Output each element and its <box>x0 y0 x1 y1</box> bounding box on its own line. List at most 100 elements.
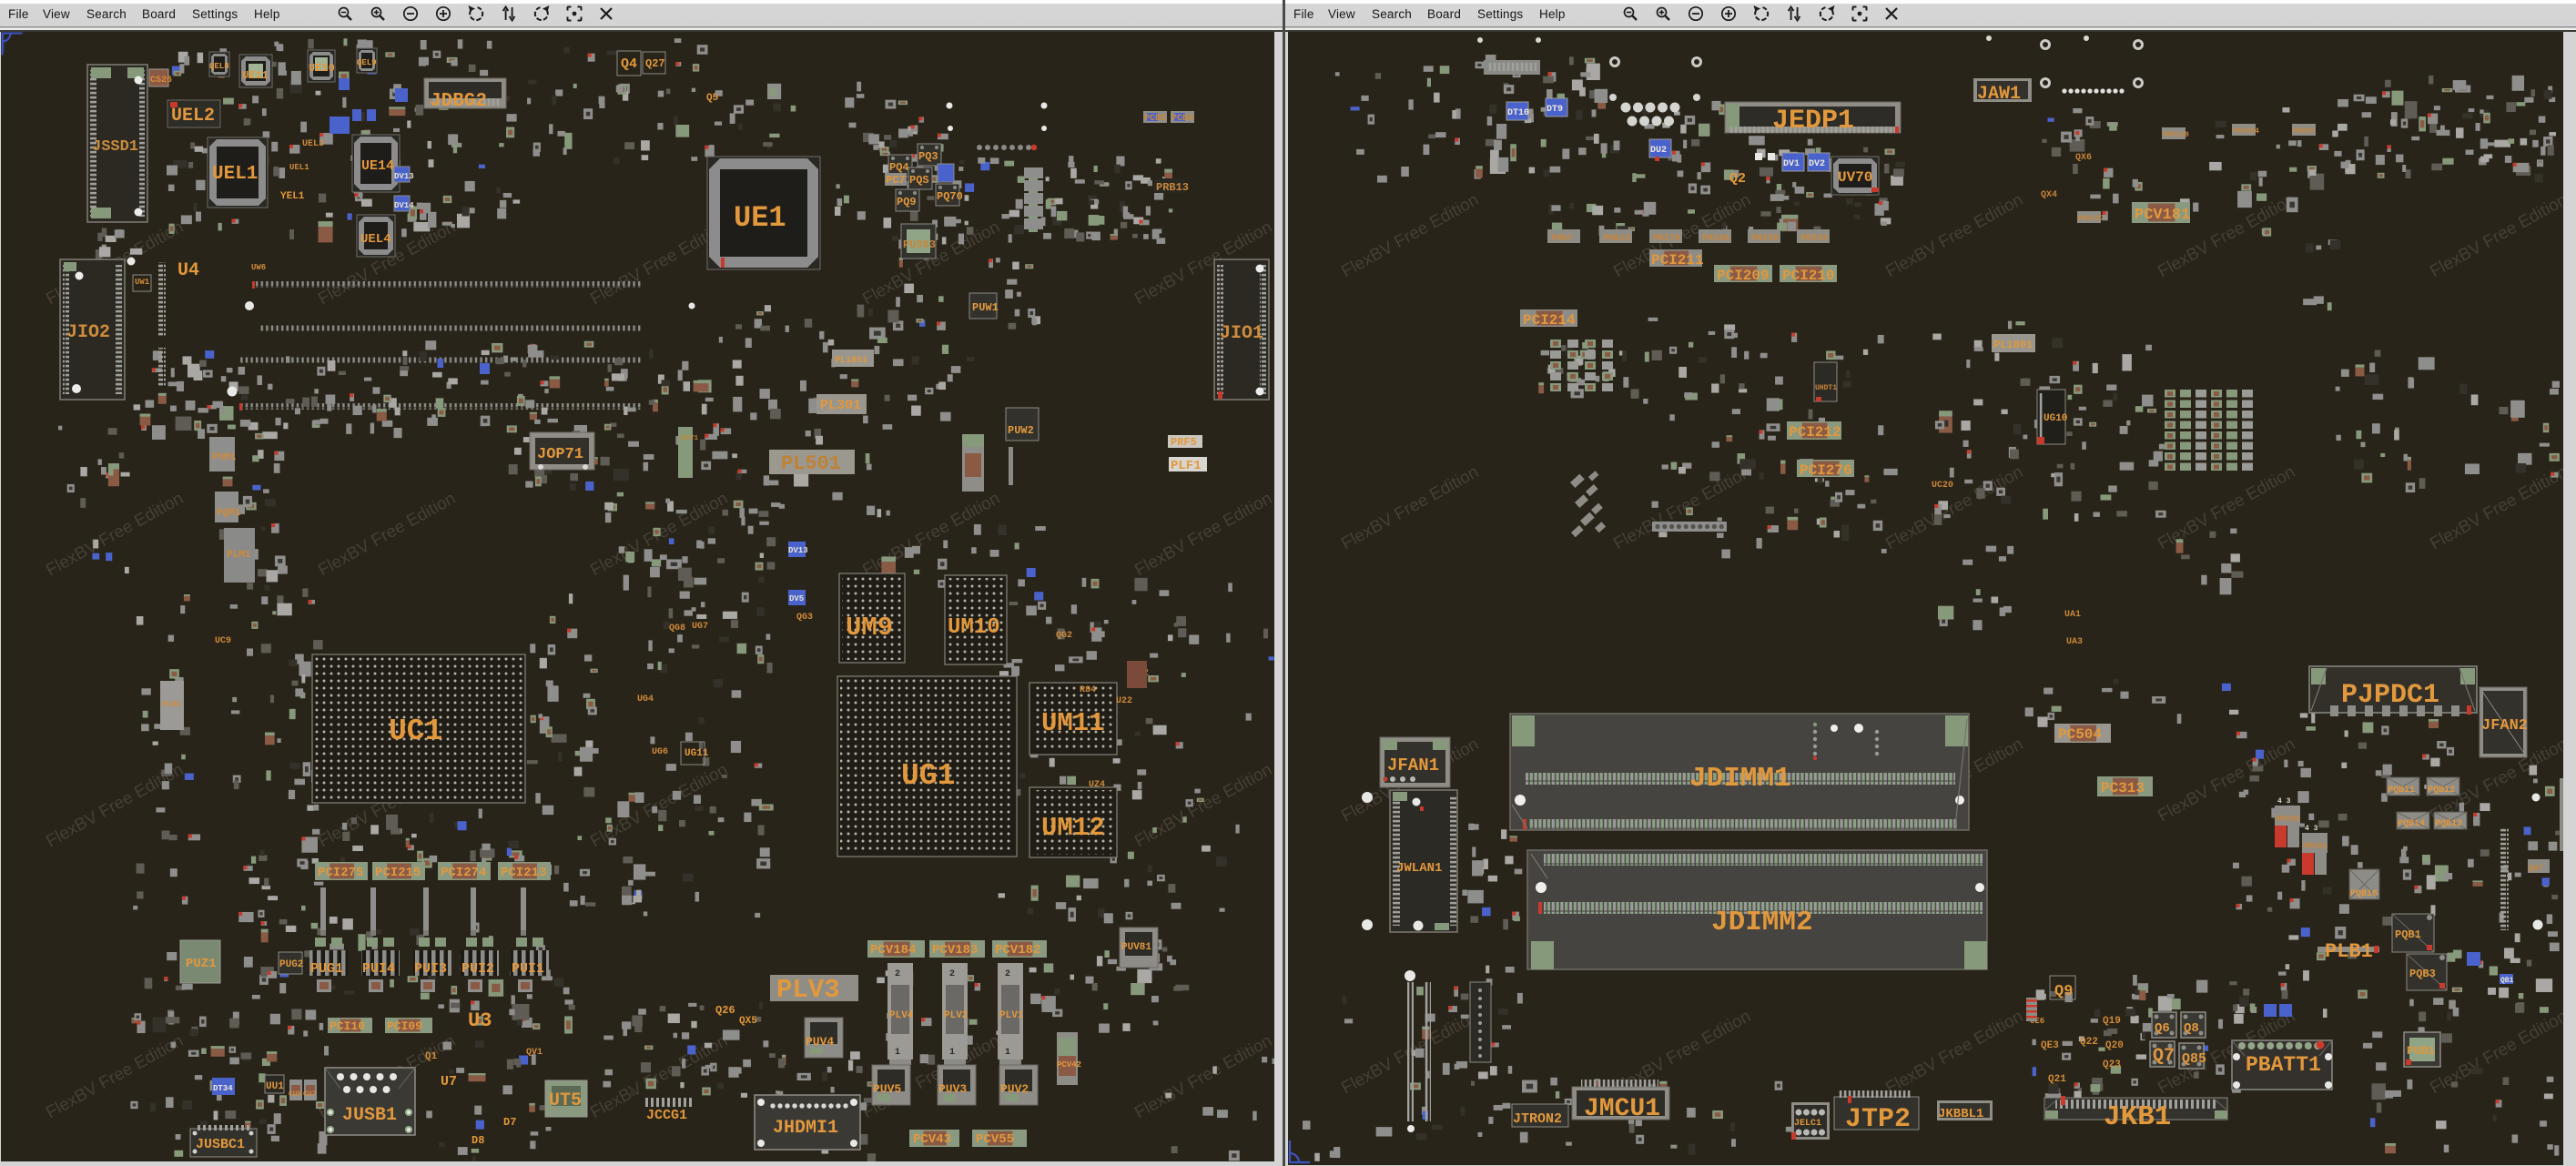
svg-text:PBATT1: PBATT1 <box>2246 1053 2321 1077</box>
svg-text:JWLAN1: JWLAN1 <box>1396 861 1442 876</box>
svg-text:QG8: QG8 <box>669 624 685 634</box>
svg-text:1: 1 <box>949 1048 955 1058</box>
svg-text:JDIMM1: JDIMM1 <box>1689 763 1791 795</box>
svg-text:QB1: QB1 <box>2500 977 2514 985</box>
svg-text:FlexBV Free Edition: FlexBV Free Edition <box>587 760 731 851</box>
svg-text:PCV42: PCV42 <box>1057 1060 1081 1070</box>
svg-text:DV5: DV5 <box>789 594 804 603</box>
svg-text:UG10: UG10 <box>2044 413 2067 424</box>
svg-text:Q27: Q27 <box>645 57 665 70</box>
svg-text:PRV82: PRV82 <box>2276 815 2300 824</box>
svg-text:PRV92: PRV92 <box>2293 127 2315 136</box>
svg-text:JEDP1: JEDP1 <box>1772 106 1854 137</box>
svg-text:PC7: PC7 <box>886 174 906 187</box>
svg-text:JIO1: JIO1 <box>1220 323 1263 344</box>
svg-text:JSSD1: JSSD1 <box>92 138 138 156</box>
svg-text:QA7: QA7 <box>2529 864 2543 873</box>
svg-text:PUV81: PUV81 <box>1121 942 1151 953</box>
svg-text:UG4: UG4 <box>637 695 654 705</box>
svg-text:U22: U22 <box>1116 696 1132 706</box>
svg-text:QEL9: QEL9 <box>357 58 377 67</box>
svg-text:UEL2: UEL2 <box>171 106 215 127</box>
svg-text:UM9: UM9 <box>846 613 893 643</box>
svg-text:PCI274: PCI274 <box>441 866 486 880</box>
svg-text:JTP2: JTP2 <box>1845 1104 1911 1135</box>
svg-text:UEL4: UEL4 <box>360 232 391 247</box>
svg-text:JMCU1: JMCU1 <box>1584 1095 1660 1123</box>
svg-text:QE3: QE3 <box>2041 1040 2059 1051</box>
svg-text:PLB1: PLB1 <box>2325 940 2373 963</box>
svg-text:UA3: UA3 <box>2066 637 2083 647</box>
svg-text:PQ3: PQ3 <box>918 150 938 163</box>
svg-text:PRB13: PRB13 <box>1156 181 1189 194</box>
svg-text:CU7: CU7 <box>303 1090 317 1099</box>
svg-text:DV13: DV13 <box>394 172 414 181</box>
svg-text:JKBBL1: JKBBL1 <box>1938 1107 1983 1121</box>
svg-text:PL1851: PL1851 <box>835 356 867 366</box>
svg-text:PQ9: PQ9 <box>897 196 917 208</box>
svg-text:PCV55: PCV55 <box>976 1132 1014 1147</box>
svg-text:PLV4: PLV4 <box>889 1010 914 1021</box>
svg-text:2: 2 <box>1005 969 1010 979</box>
svg-text:PUW2: PUW2 <box>1008 424 1034 437</box>
svg-text:YEL1: YEL1 <box>280 191 305 202</box>
svg-text:PLF1: PLF1 <box>1171 459 1202 473</box>
svg-text:PCI212: PCI212 <box>1789 424 1841 441</box>
svg-text:PCI213: PCI213 <box>501 866 546 880</box>
svg-text:DV13: DV13 <box>788 546 808 555</box>
svg-text:JDIMM2: JDIMM2 <box>1711 907 1813 938</box>
svg-text:PUV3: PUV3 <box>938 1082 967 1096</box>
svg-text:QX6: QX6 <box>2075 153 2092 163</box>
svg-text:PCI214: PCI214 <box>1523 312 1576 329</box>
svg-text:FlexBV Free Edition: FlexBV Free Edition <box>2427 462 2563 553</box>
svg-text:FlexBV Free Edition: FlexBV Free Edition <box>1131 489 1274 580</box>
svg-text:PCB4: PCB4 <box>1171 114 1193 124</box>
svg-text:Q19: Q19 <box>2103 1016 2121 1027</box>
svg-text:PL501: PL501 <box>781 452 841 475</box>
svg-text:QEL8: QEL8 <box>209 62 229 71</box>
svg-text:U7: U7 <box>441 1074 457 1090</box>
svg-text:PQB3: PQB3 <box>2409 968 2436 980</box>
svg-text:Q8: Q8 <box>2184 1021 2199 1036</box>
svg-text:1: 1 <box>1005 1048 1010 1058</box>
svg-text:FlexBV Free Edition: FlexBV Free Edition <box>43 1031 187 1122</box>
svg-text:FlexBV Free Edition: FlexBV Free Edition <box>1882 1007 2026 1098</box>
svg-text:PL1801: PL1801 <box>1993 339 2033 351</box>
svg-text:PC313: PC313 <box>2101 780 2145 796</box>
svg-text:JELC1: JELC1 <box>1794 1119 1821 1129</box>
svg-text:PLM1: PLM1 <box>227 550 251 561</box>
svg-text:PUI4: PUI4 <box>362 961 395 977</box>
svg-text:PUG2: PUG2 <box>279 959 303 970</box>
svg-text:PQ70: PQ70 <box>937 190 963 203</box>
svg-text:UM11: UM11 <box>1041 708 1105 738</box>
svg-text:PLV2: PLV2 <box>944 1010 968 1021</box>
svg-text:UW6: UW6 <box>251 263 266 272</box>
svg-text:UT5: UT5 <box>549 1090 582 1111</box>
svg-text:UC1: UC1 <box>389 715 442 748</box>
svg-text:U4: U4 <box>177 260 199 281</box>
svg-text:2: 2 <box>949 969 955 979</box>
svg-text:2: 2 <box>895 969 900 979</box>
svg-text:PCI209: PCI209 <box>1717 268 1770 284</box>
svg-text:PCV183: PCV183 <box>932 943 978 958</box>
svg-text:FlexBV Free Edition: FlexBV Free Edition <box>1882 462 2026 553</box>
svg-text:PCV181: PCV181 <box>2135 207 2190 224</box>
svg-text:1: 1 <box>895 1048 900 1058</box>
svg-text:PUV5: PUV5 <box>873 1082 901 1096</box>
svg-text:QG3: QG3 <box>796 613 813 623</box>
svg-text:PQB16: PQB16 <box>2350 889 2378 899</box>
svg-text:U3: U3 <box>468 1009 492 1032</box>
svg-text:PUI2: PUI2 <box>461 961 494 977</box>
svg-text:JHDMI1: JHDMI1 <box>773 1118 838 1139</box>
svg-text:Q4: Q4 <box>621 56 637 72</box>
svg-text:UM12: UM12 <box>1041 813 1105 843</box>
svg-text:PRI03: PRI03 <box>1800 234 1828 244</box>
svg-text:Q22: Q22 <box>2080 1037 2098 1048</box>
svg-text:PRV137: PRV137 <box>2078 215 2104 223</box>
svg-text:JTRON2: JTRON2 <box>1513 1111 1562 1127</box>
svg-text:QV1: QV1 <box>526 1048 543 1058</box>
svg-text:PCI275: PCI275 <box>318 866 363 880</box>
svg-text:PC504: PC504 <box>2058 726 2102 743</box>
svg-text:DV2: DV2 <box>1809 159 1825 169</box>
svg-text:PCV182: PCV182 <box>995 943 1040 958</box>
